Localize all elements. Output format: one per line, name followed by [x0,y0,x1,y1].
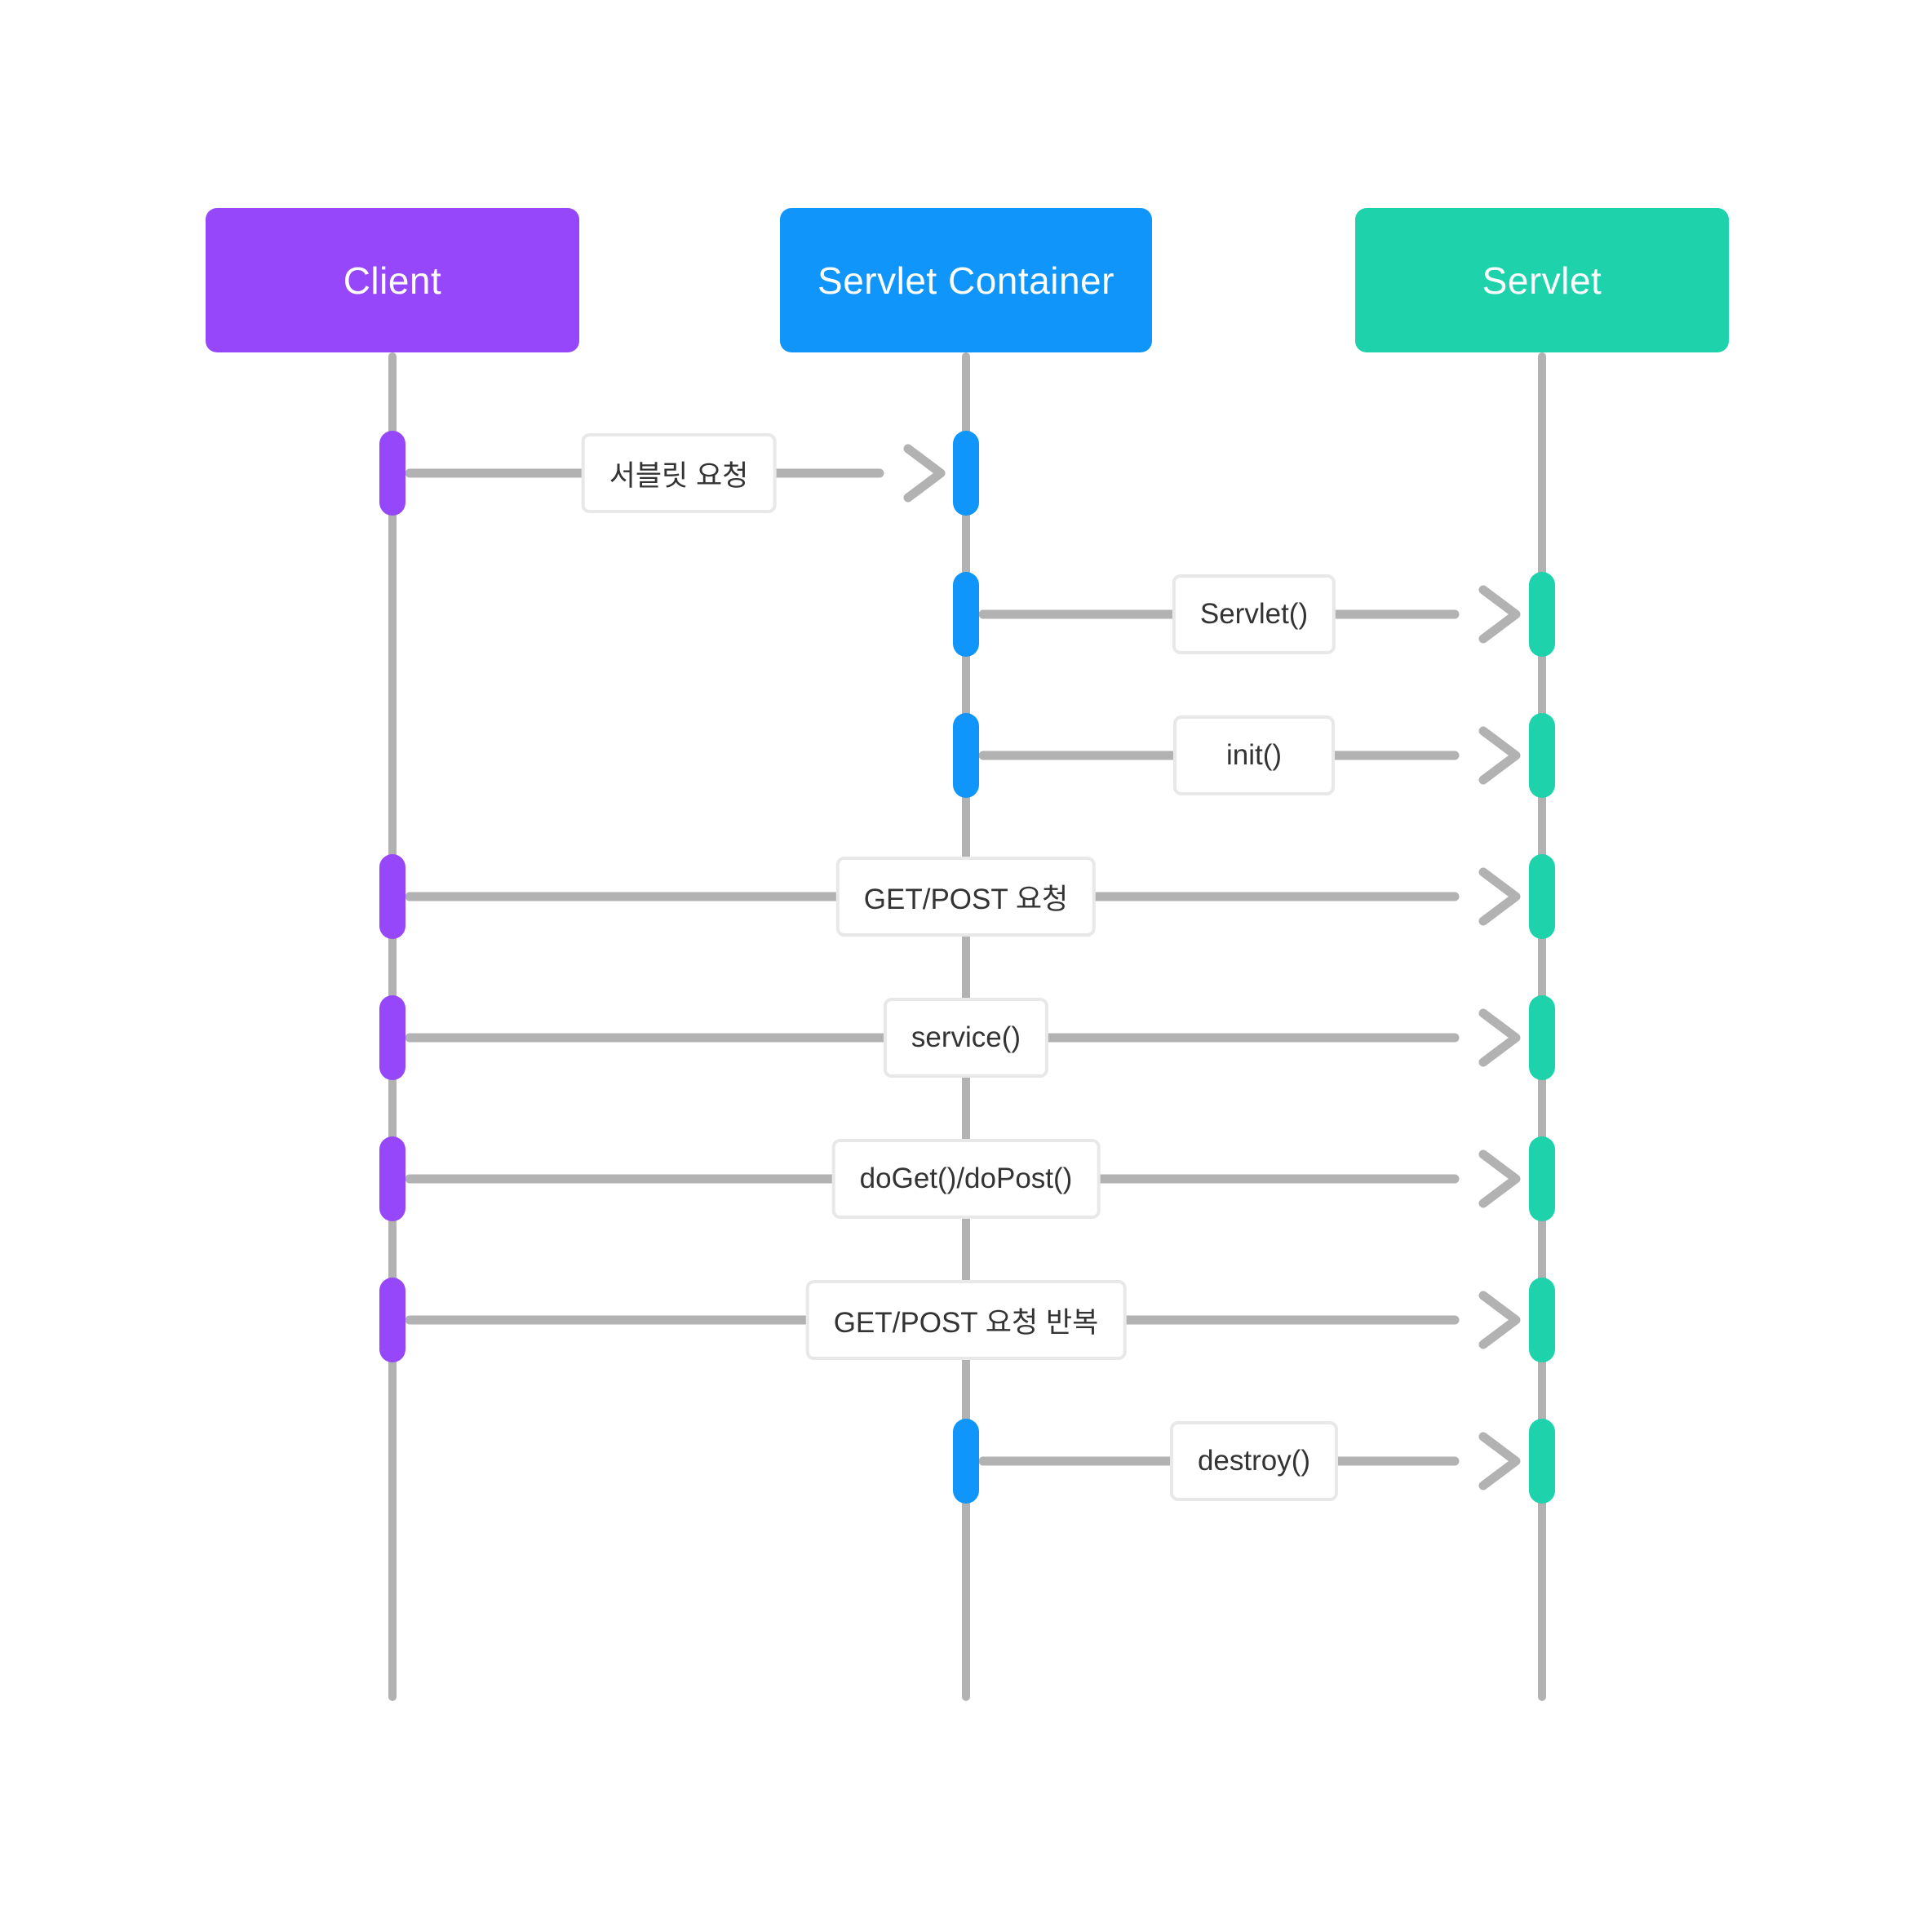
actor-label-servlet: Servlet [1482,259,1602,302]
message-label-get-post-repeat: GET/POST 요청 반복 [805,1280,1127,1360]
activation-client-row6 [379,1136,405,1221]
message-label-destroy: destroy() [1169,1421,1339,1501]
activation-container-row3 [953,713,979,798]
activation-servlet-row6 [1529,1136,1555,1221]
arrowhead-icon [903,444,946,503]
activation-client-row7 [379,1278,405,1362]
arrowhead-icon [1478,1291,1521,1349]
message-label-servlet-ctor: Servlet() [1172,574,1336,654]
activation-container-row2 [953,572,979,657]
arrowhead-icon [1478,726,1521,785]
message-label-service: service() [883,998,1049,1078]
actor-label-servlet-container: Servlet Container [818,259,1114,302]
message-label-get-post: GET/POST 요청 [835,857,1097,937]
actor-header-servlet: Servlet [1355,208,1729,352]
activation-servlet-row2 [1529,572,1555,657]
arrowhead-icon [1478,867,1521,926]
arrowhead-icon [1478,1149,1521,1208]
actor-header-servlet-container: Servlet Container [780,208,1152,352]
actor-header-client: Client [206,208,579,352]
activation-servlet-row7 [1529,1278,1555,1362]
activation-servlet-row3 [1529,713,1555,798]
activation-container-row1 [953,431,979,516]
activation-container-row8 [953,1419,979,1504]
message-label-doget-dopost: doGet()/doPost() [831,1139,1101,1219]
activation-client-row1 [379,431,405,516]
activation-client-row4 [379,854,405,939]
message-label-init: init() [1173,715,1335,795]
arrowhead-icon [1478,1432,1521,1490]
activation-servlet-row8 [1529,1419,1555,1504]
arrowhead-icon [1478,585,1521,644]
activation-servlet-row4 [1529,854,1555,939]
arrowhead-icon [1478,1008,1521,1067]
activation-client-row5 [379,995,405,1080]
message-label-servlet-request: 서블릿 요청 [581,433,777,513]
actor-label-client: Client [343,259,442,302]
activation-servlet-row5 [1529,995,1555,1080]
